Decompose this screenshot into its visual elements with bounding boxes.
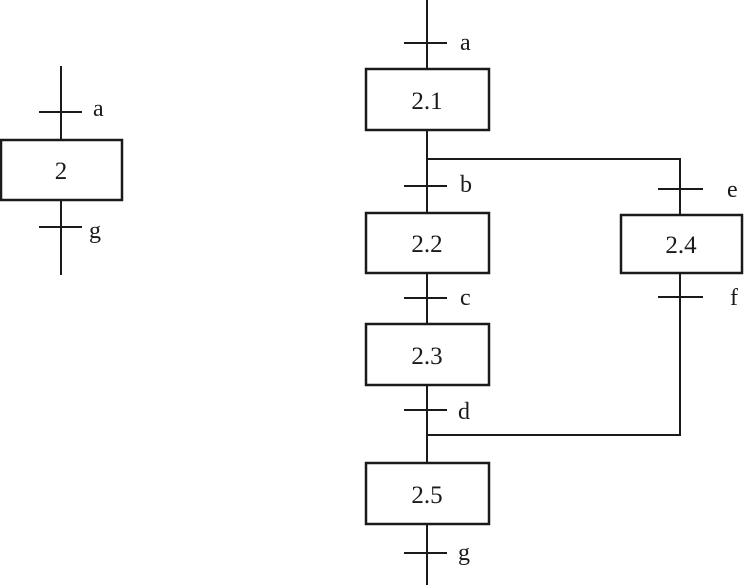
branch-divergence-link <box>427 158 681 215</box>
step-2-4-box <box>619 213 744 275</box>
macro-step-group: a 2 g <box>0 66 124 275</box>
step-2-3-box <box>364 322 491 387</box>
step-2-2-box <box>364 211 491 275</box>
step-2-2-label: 2.2 <box>411 231 442 258</box>
transition-a-label: a <box>460 30 471 56</box>
expansion-group: a 2.1 b 2.2 c 2.3 d 2.5 g e 2.4 f <box>364 0 744 585</box>
transition-b-label: b <box>460 172 472 198</box>
branch-convergence-link <box>427 273 681 436</box>
macro-transition-a-label: a <box>93 96 104 122</box>
step-2-4-label: 2.4 <box>665 232 697 259</box>
transition-c-label: c <box>460 285 471 311</box>
transition-f-label: f <box>730 285 738 311</box>
transition-g-label: g <box>458 540 470 566</box>
step-2-3-label: 2.3 <box>411 343 442 370</box>
macro-transition-g-label: g <box>89 218 101 244</box>
step-2-1-box <box>364 67 491 132</box>
macro-step-2-box <box>0 138 124 202</box>
step-2-5-label: 2.5 <box>411 482 442 509</box>
transition-d-label: d <box>458 399 470 425</box>
transition-e-label: e <box>727 177 738 203</box>
step-2-1-label: 2.1 <box>411 88 442 115</box>
macro-step-2-label: 2 <box>55 158 68 185</box>
